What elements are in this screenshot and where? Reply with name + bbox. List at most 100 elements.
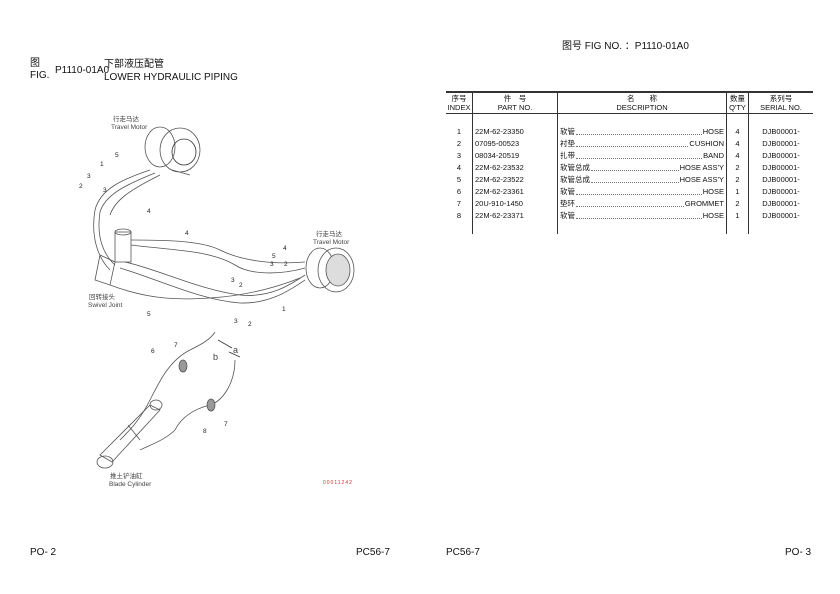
row-description: 软管总成 HOSE ASS'Y: [557, 162, 727, 174]
row-qty: 4: [726, 150, 749, 162]
leader-dots: [576, 150, 703, 159]
blade-cylinder-cn: 推土铲油缸: [110, 471, 143, 480]
drawing-number: 00011242: [323, 480, 353, 486]
row-description: 软管总成 HOSE ASS'Y: [557, 174, 727, 186]
row-index: 8: [456, 211, 462, 220]
row-serial: DJB00001-: [748, 174, 813, 186]
row-desc-cn: 扎带: [560, 151, 575, 160]
hoses-drawing: [93, 169, 306, 451]
callout: 7: [174, 342, 178, 349]
row-serial: DJB00001-: [748, 186, 813, 198]
fig-label-en: FIG.: [30, 70, 50, 81]
row-index: 2: [456, 139, 462, 148]
header-qty-en: Q'TY: [729, 103, 746, 112]
fig-label: 图 FIG.: [30, 58, 49, 82]
row-index: 3: [456, 151, 462, 160]
fig-code: P1110-01A0: [55, 65, 110, 76]
row-qty: 1: [726, 186, 749, 198]
row-part-no: 20U-910-1450: [472, 198, 558, 210]
header-qty-cn: 数量: [730, 94, 745, 103]
row-index: 4: [456, 163, 462, 172]
row-desc-en: HOSE: [702, 187, 724, 196]
callout: 3: [270, 261, 274, 268]
left-page-number: PO- 2: [30, 547, 57, 558]
callout: 7: [224, 421, 228, 428]
arrow-label-a: a: [233, 345, 238, 355]
leader-dots: [576, 138, 689, 147]
travel-motor-right-en: Travel Motor: [313, 239, 350, 246]
blade-cylinder-drawing: [96, 399, 163, 469]
callout: 3: [87, 173, 91, 180]
callout: 5: [115, 152, 119, 159]
right-model: PC56-7: [446, 547, 480, 558]
callout: 3: [103, 187, 107, 194]
row-description: 软管 HOSE: [557, 186, 727, 198]
arrows-drawing: [217, 339, 241, 358]
fig-label-cn: 图: [30, 58, 40, 69]
row-part-no: 22M-62-23371: [472, 210, 558, 222]
callout: 2: [284, 261, 288, 268]
row-serial: DJB00001-: [748, 126, 813, 138]
header-part-cn: 件 号: [503, 94, 527, 103]
left-model: PC56-7: [356, 547, 390, 558]
fig-number-header: 图号 FIG NO. ：P1110-01A0: [562, 41, 689, 52]
row-index: 1: [456, 127, 462, 136]
header-desc-cn: 名 称: [627, 94, 657, 103]
row-index: 6: [456, 187, 462, 196]
row-desc-en: HOSE ASS'Y: [679, 163, 724, 172]
row-description: 扎带 BAND: [557, 150, 727, 162]
callout: 8: [203, 428, 207, 435]
leader-dots: [576, 186, 702, 195]
row-qty: 4: [726, 138, 749, 150]
row-qty: 4: [726, 126, 749, 138]
row-desc-en: HOSE ASS'Y: [679, 175, 724, 184]
row-desc-cn: 软管总成: [560, 163, 590, 172]
row-desc-cn: 垫环: [560, 199, 575, 208]
header-part-en: PART NO.: [497, 103, 533, 112]
row-part-no: 08034-20519: [472, 150, 558, 162]
callout: 2: [248, 321, 252, 328]
row-part-no: 22M-62-23522: [472, 174, 558, 186]
callout: 1: [100, 161, 104, 168]
leader-dots: [576, 210, 702, 219]
row-qty: 2: [726, 198, 749, 210]
travel-motor-left-drawing: [144, 126, 201, 176]
leader-dots: [576, 198, 684, 207]
grommets-drawing: [178, 359, 216, 412]
row-desc-cn: 软管: [560, 127, 575, 136]
leader-dots: [576, 126, 702, 135]
row-desc-cn: 软管: [560, 211, 575, 220]
row-desc-en: BAND: [703, 151, 724, 160]
right-page-number: PO- 3: [785, 547, 812, 558]
row-serial: DJB00001-: [748, 210, 813, 222]
leader-dots: [591, 162, 679, 171]
callout: 1: [282, 306, 286, 313]
fig-title-en: LOWER HYDRAULIC PIPING: [104, 72, 238, 83]
row-desc-cn: 软管: [560, 187, 575, 196]
header-desc-en: DESCRIPTION: [616, 103, 668, 112]
row-desc-cn: 软管总成: [560, 175, 590, 184]
leader-dots: [591, 174, 679, 183]
callout: 6: [151, 348, 155, 355]
fig-title: 下部液压配管 LOWER HYDRAULIC PIPING: [104, 58, 238, 84]
header-index-en: INDEX: [447, 103, 471, 112]
row-serial: DJB00001-: [748, 138, 813, 150]
row-index: 5: [456, 175, 462, 184]
row-serial: DJB00001-: [748, 162, 813, 174]
